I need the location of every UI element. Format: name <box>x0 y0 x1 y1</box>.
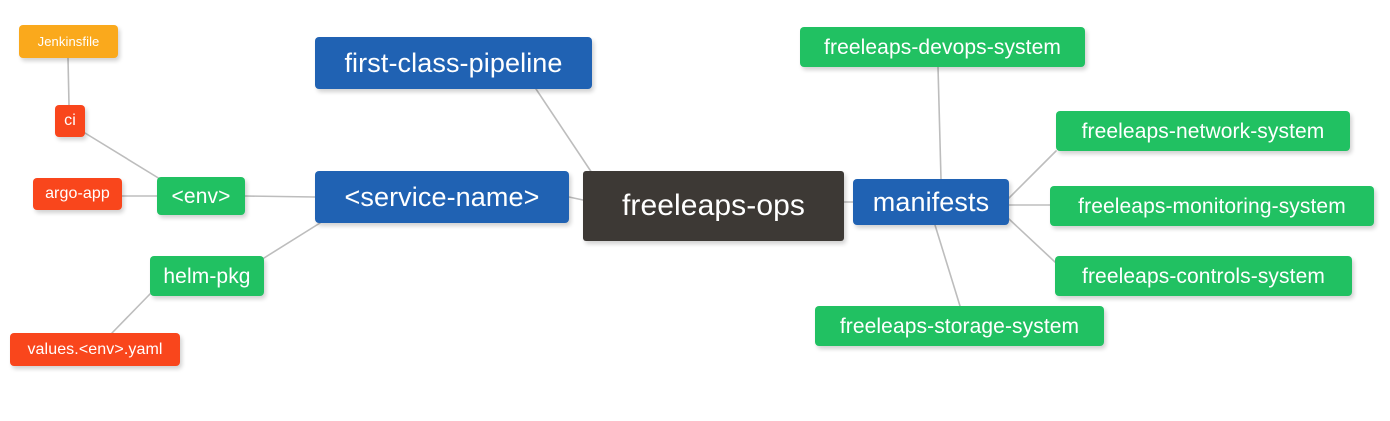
node-argo-app[interactable]: argo-app <box>33 178 122 210</box>
node-freeleaps-controls-system[interactable]: freeleaps-controls-system <box>1055 256 1352 296</box>
edge-helm-pkg-to-values-yaml <box>111 293 151 334</box>
node-jenkinsfile[interactable]: Jenkinsfile <box>19 25 118 58</box>
node-first-class-pipeline[interactable]: first-class-pipeline <box>315 37 592 89</box>
edge-manifests-to-freeleaps-storage-system <box>934 224 961 307</box>
edge-manifests-to-freeleaps-network-system <box>1008 150 1057 199</box>
node-freeleaps-network-system[interactable]: freeleaps-network-system <box>1056 111 1350 151</box>
node-freeleaps-storage-system[interactable]: freeleaps-storage-system <box>815 306 1104 346</box>
edge-service-name-to-helm-pkg <box>263 222 321 259</box>
edge-ci-to-jenkinsfile <box>67 57 70 106</box>
edge-manifests-to-freeleaps-devops-system <box>937 66 942 180</box>
node-service-name[interactable]: <service-name> <box>315 171 569 223</box>
node-helm-pkg[interactable]: helm-pkg <box>150 256 264 296</box>
edge-freeleaps-ops-to-first-class-pipeline <box>535 88 593 174</box>
node-freeleaps-ops[interactable]: freeleaps-ops <box>583 171 844 241</box>
edge-manifests-to-freeleaps-controls-system <box>1008 218 1056 263</box>
edge-service-name-to-env <box>244 195 316 198</box>
node-freeleaps-devops-system[interactable]: freeleaps-devops-system <box>800 27 1085 67</box>
edge-freeleaps-ops-to-service-name <box>568 196 584 201</box>
node-ci[interactable]: ci <box>55 105 85 137</box>
node-manifests[interactable]: manifests <box>853 179 1009 225</box>
node-env[interactable]: <env> <box>157 177 245 215</box>
edge-env-to-ci <box>84 132 161 180</box>
node-freeleaps-monitoring-system[interactable]: freeleaps-monitoring-system <box>1050 186 1374 226</box>
node-values-yaml[interactable]: values.<env>.yaml <box>10 333 180 366</box>
